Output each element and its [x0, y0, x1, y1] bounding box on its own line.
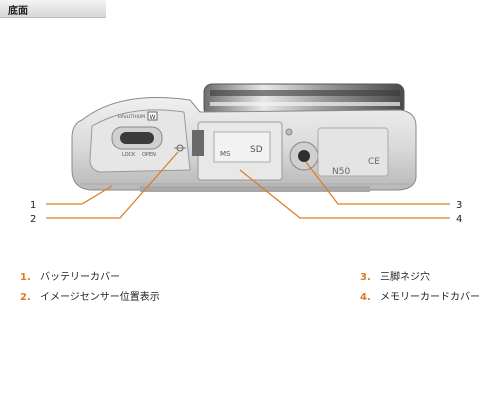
- callout-number-1: 1: [30, 200, 36, 211]
- legend-number: 1: [20, 272, 27, 283]
- legend-label: イメージセンサー位置表示: [39, 292, 160, 303]
- legend-number: 3: [360, 272, 367, 283]
- tripod-socket: [285, 128, 384, 171]
- legend-number: 4: [360, 292, 367, 303]
- legend-item-tripod-socket: 3. 三脚ネジ穴: [360, 272, 430, 283]
- memory-card-cover: MS SD: [192, 121, 283, 181]
- legend-item-sensor-position: 2. イメージセンサー位置表示: [20, 292, 160, 303]
- open-mark: OPEN: [142, 152, 156, 158]
- legend-number: 2: [20, 292, 27, 303]
- leader-line-3: [305, 161, 450, 205]
- lock-mark: LOCK: [122, 152, 136, 158]
- callout-number-4: 4: [456, 214, 462, 225]
- leader-line-2: [46, 151, 179, 219]
- ce-mark: CE: [368, 157, 380, 167]
- sd-mark: SD: [250, 145, 263, 155]
- legend-label: 三脚ネジ穴: [379, 272, 430, 283]
- sensor-position-mark: [174, 144, 186, 152]
- section-title: 底面: [8, 6, 28, 17]
- leader-lines: [46, 151, 450, 219]
- legend-label: バッテリーカバー: [39, 272, 120, 283]
- legend-item-memory-card-cover: 4. メモリーカードカバー: [360, 292, 480, 303]
- legend-item-battery-cover: 1. バッテリーカバー: [20, 272, 120, 283]
- callout-number-3: 3: [456, 200, 462, 211]
- ms-mark: MS: [220, 150, 231, 158]
- section-header: 底面: [0, 0, 106, 18]
- model-mark: N50: [332, 167, 350, 177]
- leader-line-1: [46, 185, 113, 205]
- label-plate: N50 CE: [317, 127, 389, 177]
- battery-cover: LOCK OPEN InfoLITHIUM W: [89, 109, 191, 173]
- infolithium-mark: InfoLITHIUM: [118, 114, 145, 120]
- leader-line-4: [239, 169, 450, 219]
- callout-number-2: 2: [30, 214, 36, 225]
- battery-type-mark: W: [150, 114, 156, 121]
- legend-label: メモリーカードカバー: [379, 292, 480, 303]
